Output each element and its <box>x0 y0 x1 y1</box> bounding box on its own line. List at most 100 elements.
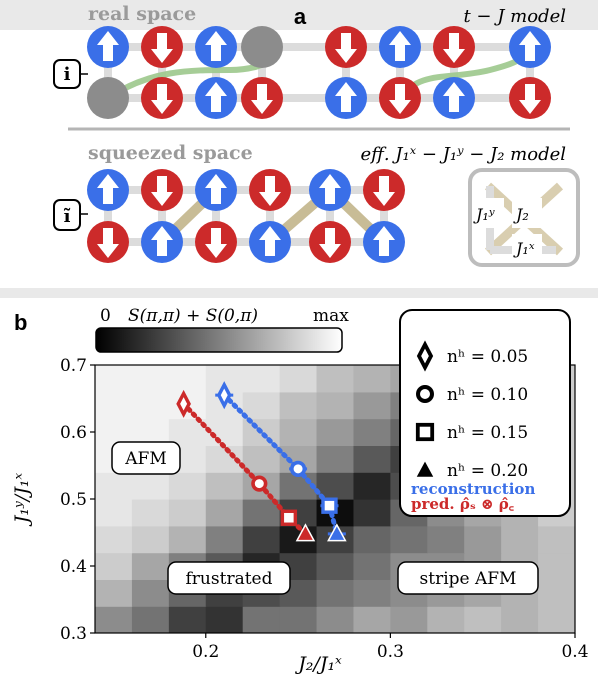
heatmap-cell <box>95 606 133 633</box>
y-axis-label: J₁ʸ/J₁ˣ <box>11 473 33 528</box>
row2-top-site-arrow-icon <box>205 174 227 204</box>
legend-entry-3: nʰ = 0.15 <box>447 423 528 443</box>
afm-label: AFM <box>124 449 166 469</box>
row2-top-site-arrow-icon <box>319 174 341 204</box>
stripe-afm-label: stripe AFM <box>420 569 517 589</box>
colorbar <box>95 327 343 353</box>
heatmap-cell <box>316 552 355 580</box>
heatmap-cell <box>538 525 575 554</box>
eff-model-label: eff. J₁ˣ − J₁ʸ − J₂ model <box>360 144 566 165</box>
panel-b-letter: b <box>14 310 27 335</box>
inset-label-bg-1 <box>474 198 504 228</box>
heatmap-cell <box>279 365 318 393</box>
legend-prediction-label: pred. ρ̂ₛ ⊗ ρ̂꜀ <box>411 495 514 513</box>
heatmap-cell <box>427 606 465 633</box>
row2-bottom-site-arrow-icon <box>97 228 119 258</box>
inset-label-bg-3 <box>512 234 542 262</box>
panel-a: a real space t − J model i squeezed spac… <box>0 0 598 267</box>
panel-a-header-bar <box>0 0 598 30</box>
heatmap-cell <box>95 499 133 527</box>
heatmap-cell <box>353 445 391 473</box>
series-marker-square <box>280 509 298 526</box>
heatmap-cell <box>131 391 170 420</box>
row2-bottom-site-arrow-icon <box>205 228 227 258</box>
heatmap-cell <box>316 365 355 393</box>
legend-markers <box>414 340 436 479</box>
inset-label-j2: J₂ <box>513 205 529 224</box>
heatmap-cell <box>353 391 391 420</box>
heatmap-cell <box>242 525 281 554</box>
heatmap-cell <box>353 472 391 500</box>
heatmap-cell <box>316 391 355 420</box>
heatmap-cell <box>95 525 133 554</box>
row1-top-site-arrow-icon <box>97 31 119 61</box>
series-layer <box>176 381 347 542</box>
row2-bottom-site-arrow-icon <box>151 226 173 256</box>
afm-label-box <box>111 441 181 475</box>
tj-model-label: t − J model <box>463 6 566 27</box>
x-tick-label: 0.2 <box>192 642 219 662</box>
heatmap-cell <box>353 365 391 393</box>
heatmap-cell <box>316 418 355 446</box>
series-marker-triangle <box>327 523 347 542</box>
legend-marker-circle <box>416 385 434 403</box>
heatmap-cell <box>205 499 244 527</box>
row1-bottom-site-arrow-icon <box>443 82 465 112</box>
heatmap-cell <box>390 525 428 554</box>
panel-a-letter: a <box>294 4 307 29</box>
heatmap-cell <box>464 525 502 554</box>
heatmap-cell <box>168 499 207 527</box>
heatmap-cell <box>353 606 391 633</box>
row1-top-site-arrow-icon <box>519 31 541 61</box>
row2-top-site-arrow-icon <box>373 176 395 206</box>
heatmap-cell <box>501 606 539 633</box>
row1-bottom-site-arrow-icon <box>519 84 541 114</box>
row1-bottom-site-arrow-icon <box>335 82 357 112</box>
legend-marker-triangle <box>414 458 436 479</box>
heatmap-cell <box>242 391 281 420</box>
heatmap-cell <box>131 525 170 554</box>
heatmap-cell <box>242 445 281 473</box>
frustrated-label: frustrated <box>186 569 273 589</box>
inset-label-j1y: J₁ʸ <box>473 205 495 224</box>
heatmap-cell <box>538 579 575 607</box>
heatmap-cell <box>131 472 170 500</box>
heatmap-cell <box>427 525 465 554</box>
index-i-label: i <box>64 64 71 85</box>
heatmap-cell <box>168 525 207 554</box>
heatmap-cell <box>205 606 244 633</box>
row2-bottom-site-arrow-icon <box>259 226 281 256</box>
series-marker-circle <box>289 460 307 477</box>
heatmap-cell <box>279 391 318 420</box>
heatmap-cell <box>279 418 318 446</box>
heatmap-cell <box>168 606 207 633</box>
heatmap-cell <box>353 552 391 580</box>
heatmap-cell <box>501 525 539 554</box>
legend-reconstruction-label: reconstruction <box>411 480 535 498</box>
series-line-reconstruction <box>221 392 340 537</box>
series-marker-circle <box>251 475 268 492</box>
index-itilde-box <box>53 199 81 231</box>
heatmap-cell <box>205 472 244 500</box>
heatmap-cell <box>316 579 355 607</box>
legend <box>399 309 571 517</box>
heatmap-cell <box>95 472 133 500</box>
y-tick-label: 0.5 <box>60 490 87 510</box>
heatmap-cell <box>95 579 133 607</box>
y-tick-label: 0.3 <box>60 624 87 644</box>
index-itilde-label: ĩ <box>64 206 71 227</box>
x-axis-label: J₂/J₁ˣ <box>294 653 342 675</box>
x-tick-label: 0.4 <box>561 642 588 662</box>
series-marker-square <box>321 497 338 514</box>
row1-top-site-arrow-icon <box>389 31 411 61</box>
y-tick-label: 0.7 <box>60 356 87 376</box>
row2-sites <box>87 169 405 263</box>
heatmap-cell <box>353 499 391 527</box>
legend-marker-square <box>415 422 435 442</box>
row1-top-site-arrow-icon <box>443 33 465 63</box>
heatmap-cell <box>168 418 207 446</box>
panel-b-separator <box>0 288 598 298</box>
